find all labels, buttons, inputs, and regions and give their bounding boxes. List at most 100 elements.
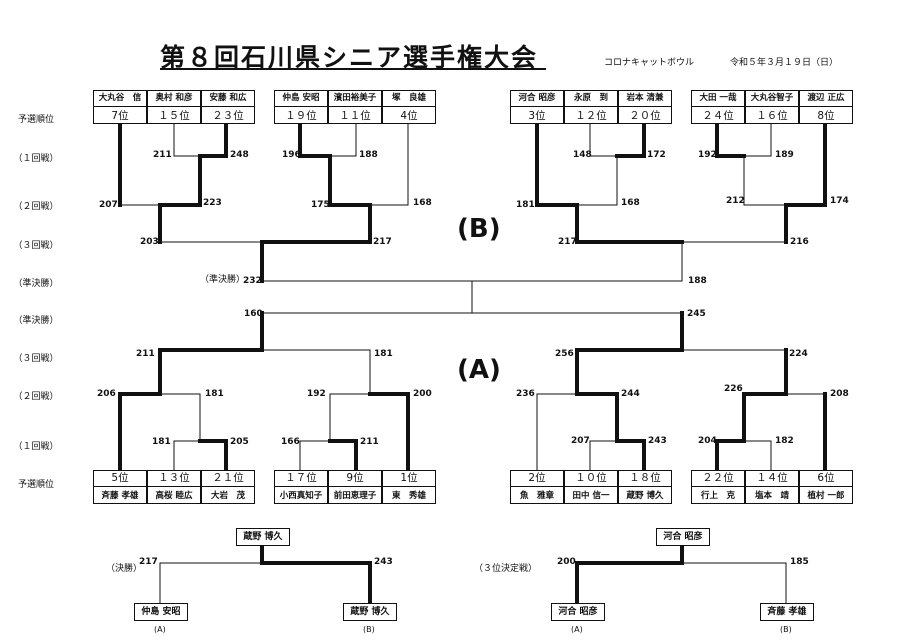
player-rank: ２０位 xyxy=(629,110,661,122)
player-box: 河合 昭彦 3位 xyxy=(510,90,564,124)
player-box: 1位 東 秀雄 xyxy=(382,470,436,504)
player-box: 5位 斉藤 孝雄 xyxy=(93,470,147,504)
score: 172 xyxy=(647,150,666,160)
player-box: 岩本 清兼 ２０位 xyxy=(618,90,672,124)
player-box: ２１位 大岩 茂 xyxy=(201,470,255,504)
player-rank: １１位 xyxy=(339,110,371,122)
label-semifinal-b: （準決勝） xyxy=(13,279,59,289)
final-winner-box: 蔵野 博久 xyxy=(236,528,290,546)
player-name: 濱田裕美子 xyxy=(329,91,381,107)
label-third-place: （３位決定戦） xyxy=(474,564,538,574)
player-name: 植村 一郎 xyxy=(807,491,845,501)
player-box: 仲島 安昭 １９位 xyxy=(274,90,328,124)
player-box: 6位 植村 一郎 xyxy=(799,470,853,504)
score: 207 xyxy=(99,200,118,210)
player-name: 田中 信一 xyxy=(572,491,610,501)
label-semifinal-a: （準決勝） xyxy=(13,316,59,326)
player-rank: １５位 xyxy=(158,110,190,122)
score: 168 xyxy=(413,198,432,208)
score: 148 xyxy=(573,150,592,160)
player-name: 渡辺 正広 xyxy=(800,91,852,107)
player-box: 濱田裕美子 １１位 xyxy=(328,90,382,124)
player-name: 小西真知子 xyxy=(279,491,323,501)
label-round1-b: （１回戦） xyxy=(13,154,59,164)
player-box: 永原 到 １２位 xyxy=(564,90,618,124)
score: 217 xyxy=(558,237,577,247)
score: 189 xyxy=(775,150,794,160)
player-name: 魚 雅章 xyxy=(519,491,554,501)
score: 204 xyxy=(698,436,717,446)
venue-text: コロナキャットボウル xyxy=(604,58,695,68)
title-underline xyxy=(160,68,546,70)
score: 243 xyxy=(648,436,667,446)
player-rank: 6位 xyxy=(800,471,852,487)
final-left-score: 217 xyxy=(139,557,158,567)
score: 224 xyxy=(789,349,808,359)
player-rank: １９位 xyxy=(285,110,317,122)
player-rank: １８位 xyxy=(619,471,671,487)
player-box: 安藤 和広 ２３位 xyxy=(201,90,255,124)
third-right-tag: (B) xyxy=(780,625,792,634)
score: 256 xyxy=(555,349,574,359)
score: 206 xyxy=(97,389,116,399)
player-rank: 4位 xyxy=(400,110,418,122)
label-seed-a: 予選順位 xyxy=(17,480,54,490)
score: 196 xyxy=(282,150,301,160)
score: 232 xyxy=(243,276,262,286)
player-box: 大丸谷智子 １６位 xyxy=(745,90,799,124)
player-rank: 1位 xyxy=(383,471,435,487)
player-box: １８位 蔵野 博久 xyxy=(618,470,672,504)
label-round1-a: （１回戦） xyxy=(13,442,59,452)
label-round2-a: （２回戦） xyxy=(13,392,59,402)
player-name: 岩本 清兼 xyxy=(619,91,671,107)
page-title: 第８回石川県シニア選手権大会 xyxy=(160,43,539,72)
player-name: 前田恵理子 xyxy=(333,491,377,501)
score: 211 xyxy=(360,437,379,447)
third-left-score: 200 xyxy=(557,557,576,567)
label-round2-b: （２回戦） xyxy=(13,202,59,212)
player-name: 蔵野 博久 xyxy=(626,491,664,501)
player-rank: ２３位 xyxy=(212,110,244,122)
third-left-player: 河合 昭彦 xyxy=(551,603,605,621)
score: 236 xyxy=(516,389,535,399)
player-name: 安藤 和広 xyxy=(202,91,254,107)
player-rank: １４位 xyxy=(746,471,798,487)
score: 207 xyxy=(571,436,590,446)
score: 168 xyxy=(621,198,640,208)
score: 212 xyxy=(726,196,745,206)
score: 211 xyxy=(136,349,155,359)
player-name: 斉藤 孝雄 xyxy=(101,491,139,501)
player-name: 大丸谷 信 xyxy=(94,91,146,107)
player-box: 大丸谷 信 7位 xyxy=(93,90,147,124)
player-rank: １０位 xyxy=(565,471,617,487)
player-rank: １７位 xyxy=(275,471,327,487)
score: 216 xyxy=(790,237,809,247)
player-rank: １６位 xyxy=(756,110,788,122)
player-box: 塚 良雄 4位 xyxy=(382,90,436,124)
player-rank: 2位 xyxy=(511,471,563,487)
score: 203 xyxy=(140,237,159,247)
score: 166 xyxy=(281,437,300,447)
player-name: 仲島 安昭 xyxy=(275,91,327,107)
score: 188 xyxy=(359,150,378,160)
player-rank: ２１位 xyxy=(202,471,254,487)
label-round3-a: （３回戦） xyxy=(13,354,59,364)
score: 174 xyxy=(830,196,849,206)
player-box: 渡辺 正広 8位 xyxy=(799,90,853,124)
label-seed-b: 予選順位 xyxy=(17,115,54,125)
third-right-score: 185 xyxy=(790,557,809,567)
third-right-player: 斉藤 孝雄 xyxy=(760,603,814,621)
score: 208 xyxy=(830,389,849,399)
block-b-label: (B) xyxy=(457,214,501,244)
player-rank: 7位 xyxy=(111,110,129,122)
score: 211 xyxy=(153,150,172,160)
final-right-tag: (B) xyxy=(363,625,375,634)
score: 181 xyxy=(152,437,171,447)
player-name: 塩本 靖 xyxy=(754,491,789,501)
score: 223 xyxy=(203,198,222,208)
player-rank: ２２位 xyxy=(692,471,744,487)
player-rank: 3位 xyxy=(528,110,546,122)
score: 205 xyxy=(230,437,249,447)
